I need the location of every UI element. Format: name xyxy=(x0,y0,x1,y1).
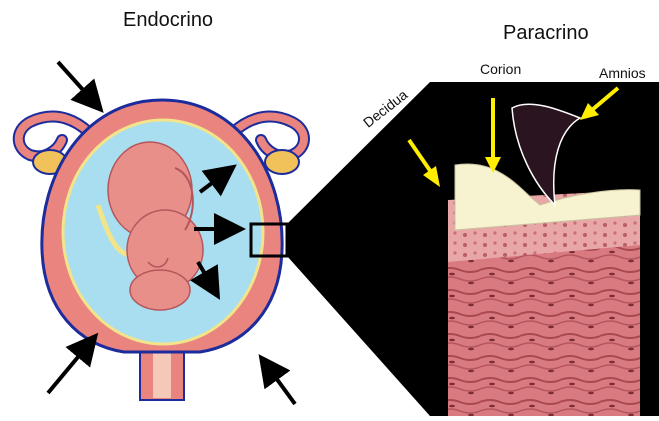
chorion-label: Corion xyxy=(480,61,521,77)
black-arrow-icon xyxy=(58,62,93,101)
right-ovary xyxy=(265,150,299,174)
amnion-label: Amnios xyxy=(599,65,646,81)
uterus-illustration xyxy=(19,100,304,400)
endocrine-label: Endocrino xyxy=(123,9,213,32)
myometrium-block xyxy=(448,240,640,416)
paracrine-label: Paracrino xyxy=(503,22,589,45)
membrane-section xyxy=(287,82,659,416)
black-arrow-icon xyxy=(268,367,295,404)
black-arrow-icon xyxy=(48,345,88,393)
